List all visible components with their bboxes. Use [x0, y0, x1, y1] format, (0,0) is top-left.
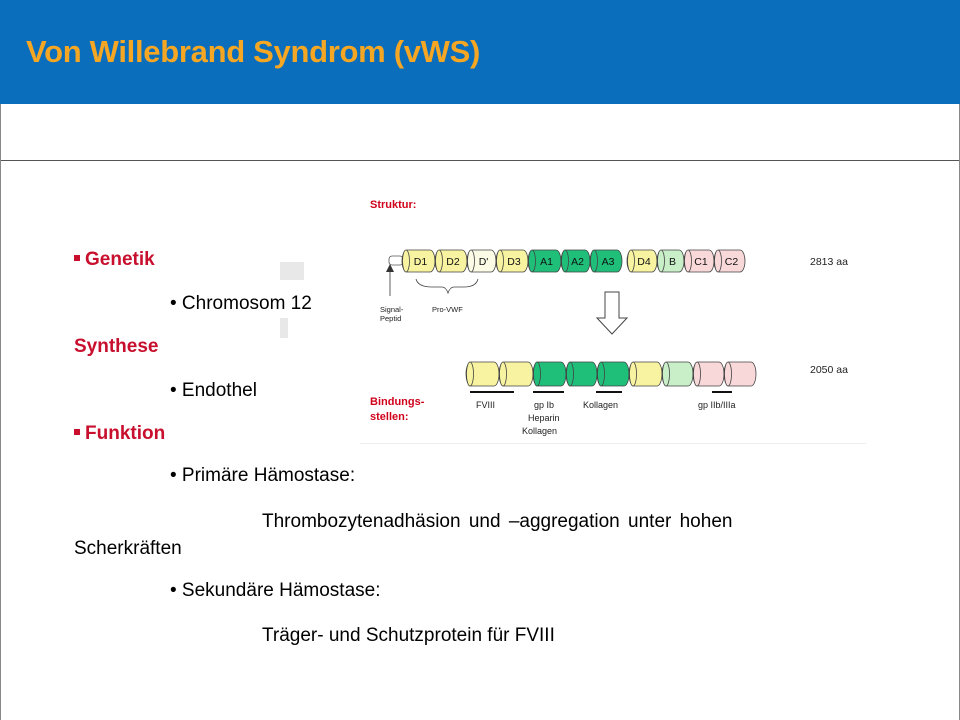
- domain-chain-top: D1 D2 D' D3 A1 A2 A3 D4 B C1 C2: [401, 249, 746, 273]
- title-bar: Von Willebrand Syndrom (vWS): [0, 0, 960, 104]
- primaer-detail: Thrombozytenadhäsion und –aggregation un…: [262, 511, 733, 532]
- domain-a1: A1: [527, 249, 562, 273]
- domain-a3: A3: [589, 249, 623, 273]
- pro-vwf-bracket: [415, 278, 479, 295]
- domain-label: C2: [725, 256, 739, 268]
- diagram-baseline: [360, 443, 866, 444]
- signal-stub: [388, 255, 404, 266]
- left-border: [0, 104, 1, 720]
- domain-label: A2: [571, 256, 584, 268]
- site-label-heparin: Heparin: [528, 413, 560, 423]
- synthese-heading: Synthese: [74, 336, 159, 357]
- mature-domain-d4: [628, 361, 663, 387]
- domain-chain-bottom: [465, 361, 757, 387]
- mature-domain-a2: [565, 361, 598, 387]
- site-label-fviii: FVIII: [476, 400, 495, 410]
- bullet-square-icon: [74, 255, 80, 261]
- domain-label: D3: [507, 256, 521, 268]
- domain-d3: D3: [495, 249, 529, 273]
- divider-line: [0, 160, 960, 161]
- aa-bottom-label: 2050 aa: [810, 364, 848, 376]
- mature-domain-c1: [692, 361, 725, 387]
- domain-label: D4: [637, 256, 651, 268]
- domain-d4: D4: [626, 249, 658, 273]
- signal-label: Signal-: [380, 305, 404, 314]
- site-label-gpib: gp Ib: [534, 400, 554, 410]
- mature-domain-a3: [596, 361, 630, 387]
- domain-dprime: D': [466, 249, 497, 273]
- domain-label: D1: [414, 256, 428, 268]
- domain-label: B: [669, 256, 676, 268]
- domain-d1: D1: [401, 249, 436, 273]
- domain-c2: C2: [713, 249, 746, 273]
- site-label-kollagen-a1: Kollagen: [522, 426, 557, 436]
- mature-domain-b: [661, 361, 694, 387]
- artifact-shape: [280, 262, 304, 280]
- primaer-item: • Primäre Hämostase:: [170, 465, 356, 486]
- pro-vwf-label: Pro-VWF: [432, 305, 463, 314]
- mature-domain-dprime: [465, 361, 500, 387]
- domain-c1: C1: [683, 249, 715, 273]
- domain-b: B: [656, 249, 685, 273]
- page-title: Von Willebrand Syndrom (vWS): [26, 34, 481, 69]
- domain-label: A3: [602, 256, 615, 268]
- bullet-square-icon: [74, 429, 80, 435]
- domain-d2: D2: [434, 249, 468, 273]
- down-arrow-icon: [595, 291, 629, 335]
- bindung-label: Bindungs-: [370, 396, 425, 408]
- domain-label: D2: [446, 256, 460, 268]
- funktion-heading: Funktion: [74, 423, 165, 445]
- arrow-head-icon: [386, 264, 394, 272]
- primaer-detail-cont: Scherkräften: [74, 538, 182, 559]
- mature-domain-d3: [498, 361, 534, 387]
- domain-label: C1: [694, 256, 708, 268]
- sekundaer-detail: Träger- und Schutzprotein für FVIII: [262, 625, 555, 646]
- sekundaer-item: • Sekundäre Hämostase:: [170, 580, 381, 601]
- mature-domain-a1: [532, 361, 567, 387]
- mature-domain-c2: [723, 361, 757, 387]
- stellen-label: stellen:: [370, 411, 409, 423]
- artifact-shape: [280, 318, 288, 338]
- genetik-heading: Genetik: [74, 249, 155, 271]
- chromosom-item: • Chromosom 12: [170, 293, 312, 314]
- endothel-item: • Endothel: [170, 380, 257, 401]
- peptid-label: Peptid: [380, 314, 401, 323]
- domain-label: D': [479, 256, 489, 268]
- domain-label: A1: [540, 256, 553, 268]
- funktion-label: Funktion: [85, 423, 166, 444]
- aa-top-label: 2813 aa: [810, 256, 848, 268]
- site-label-gpiib-iiia: gp IIb/IIIa: [698, 400, 736, 410]
- site-label-kollagen-a3: Kollagen: [583, 400, 618, 410]
- domain-a2: A2: [560, 249, 591, 273]
- genetik-label: Genetik: [85, 249, 155, 270]
- struktur-label: Struktur:: [370, 199, 416, 211]
